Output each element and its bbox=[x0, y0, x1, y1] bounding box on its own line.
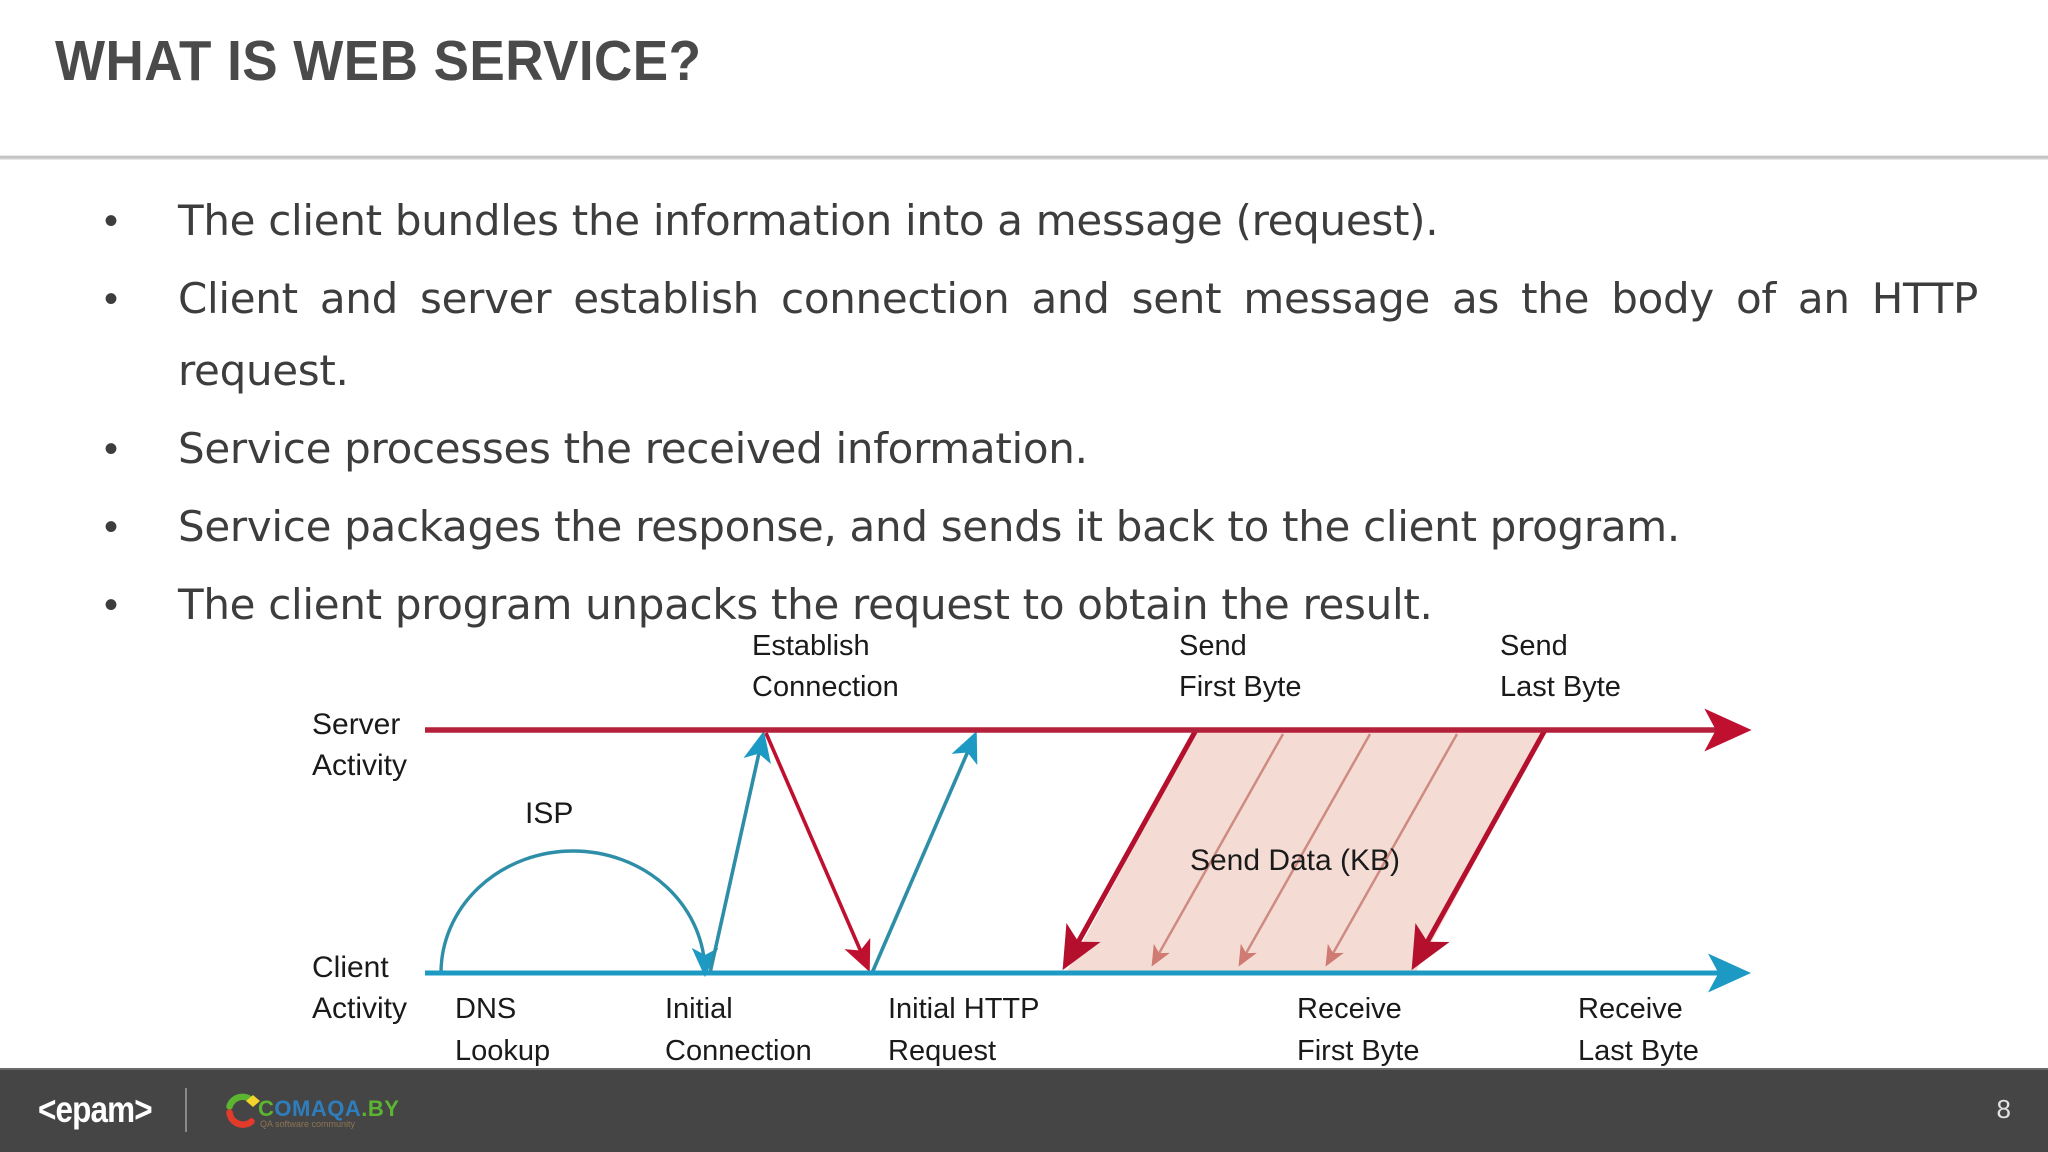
server-activity-label-line1: Server bbox=[312, 708, 400, 741]
isp-label: ISP bbox=[525, 797, 573, 830]
epam-logo: <epam> bbox=[38, 1089, 153, 1130]
bottom-label-receive-last-byte-line1: Receive bbox=[1578, 993, 1683, 1025]
bullet-marker: • bbox=[103, 427, 118, 471]
isp-arc bbox=[439, 849, 719, 978]
bottom-label-initial-http-line1: Initial HTTP bbox=[888, 993, 1039, 1025]
list-item-label: Service packages the response, and sends… bbox=[178, 502, 1680, 551]
comaqa-text-c: C bbox=[258, 1096, 275, 1121]
bottom-label-receive-first-byte-line2: First Byte bbox=[1297, 1035, 1419, 1067]
footer-top-edge bbox=[0, 1068, 2048, 1070]
top-label-send-last-byte-line1: Send bbox=[1500, 630, 1568, 662]
initial-http-request-down-arrow bbox=[764, 732, 871, 972]
page-title: WHAT IS WEB SERVICE? bbox=[55, 29, 702, 93]
network-timing-diagram: Server Activity Client Activity ISP Send… bbox=[0, 620, 2048, 1070]
send-data-inner-arrow bbox=[1238, 733, 1372, 967]
list-item: • Service packages the response, and sen… bbox=[90, 491, 1990, 563]
top-label-send-first-byte-line2: First Byte bbox=[1179, 671, 1301, 703]
send-data-label: Send Data (KB) bbox=[1190, 844, 1400, 877]
bullet-marker: • bbox=[103, 199, 118, 243]
comaqa-logo-mark bbox=[226, 1093, 260, 1128]
bottom-label-receive-first-byte-line1: Receive bbox=[1297, 993, 1402, 1025]
comaqa-logo-text: COMAQA.BY bbox=[258, 1096, 399, 1122]
send-data-inner-arrow bbox=[1325, 733, 1459, 967]
send-data-last-edge bbox=[1411, 728, 1548, 971]
client-activity-label-line1: Client bbox=[312, 951, 389, 984]
initial-connection-up-arrow bbox=[708, 730, 771, 974]
top-label-establish-line1: Establish bbox=[752, 630, 870, 662]
comaqa-tagline: QA software community bbox=[260, 1119, 356, 1129]
list-item: • The client program unpacks the request… bbox=[90, 569, 1990, 641]
list-item: • Service processes the received informa… bbox=[90, 413, 1990, 485]
comaqa-text-omaqa: OMAQA bbox=[274, 1096, 362, 1121]
comaqa-logo: COMAQA.BY QA software community bbox=[222, 1090, 399, 1134]
bullet-marker: • bbox=[103, 583, 118, 627]
client-activity-label-line2: Activity bbox=[312, 992, 407, 1025]
bottom-label-receive-last-byte-line2: Last Byte bbox=[1578, 1035, 1699, 1067]
list-item-label: The client program unpacks the request t… bbox=[178, 580, 1433, 629]
bottom-label-initial-connection-line2: Connection bbox=[665, 1035, 812, 1067]
footer-bar: <epam> COMAQA.BY QA software community 8 bbox=[0, 1068, 2048, 1152]
comaqa-text-by: .BY bbox=[361, 1096, 400, 1121]
bullet-marker: • bbox=[103, 505, 118, 549]
bottom-label-initial-http-line2: Request bbox=[888, 1035, 996, 1067]
list-item: • The client bundles the information int… bbox=[90, 185, 1990, 257]
list-item-label: The client bundles the information into … bbox=[178, 196, 1439, 245]
bottom-label-dns-line1: DNS bbox=[455, 993, 516, 1025]
top-label-send-first-byte-line1: Send bbox=[1179, 630, 1247, 662]
page-number: 8 bbox=[1996, 1094, 2011, 1124]
list-item: • Client and server establish connection… bbox=[90, 263, 1990, 407]
top-label-send-last-byte-line2: Last Byte bbox=[1500, 671, 1621, 703]
footer-divider bbox=[185, 1088, 187, 1132]
bottom-label-initial-connection-line1: Initial bbox=[665, 993, 733, 1025]
send-data-region bbox=[1062, 728, 1548, 973]
http-request-up-arrow bbox=[870, 731, 978, 974]
send-data-first-edge bbox=[1062, 728, 1199, 971]
bottom-label-dns-line2: Lookup bbox=[455, 1035, 550, 1067]
list-item-label: Service processes the received informati… bbox=[178, 424, 1088, 473]
bullet-marker: • bbox=[103, 277, 118, 321]
top-label-establish-line2: Connection bbox=[752, 671, 899, 703]
server-activity-label-line2: Activity bbox=[312, 749, 407, 782]
bullet-list: • The client bundles the information int… bbox=[90, 185, 1990, 647]
title-divider bbox=[0, 155, 2048, 160]
send-data-inner-arrow bbox=[1151, 733, 1285, 967]
list-item-label: Client and server establish connection a… bbox=[178, 274, 1978, 395]
